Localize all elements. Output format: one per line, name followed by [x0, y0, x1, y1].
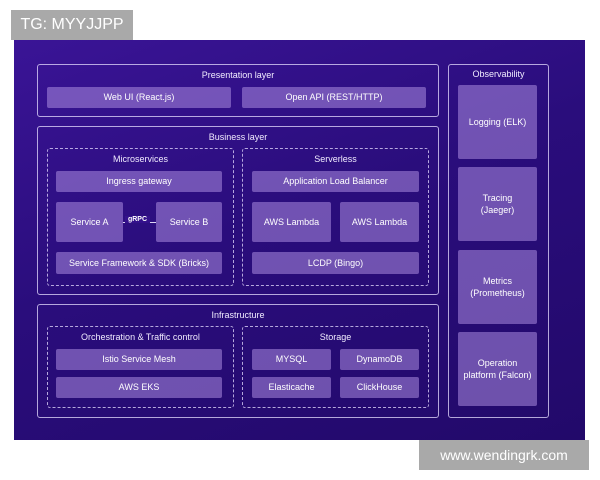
- infrastructure-layer: [37, 304, 439, 418]
- service-framework-box: Service Framework & SDK (Bricks): [56, 252, 222, 274]
- open-api-box: Open API (REST/HTTP): [242, 87, 426, 108]
- watermark-tag-top-left: TG: MYYJJPP: [11, 10, 133, 40]
- storage-title: Storage: [319, 332, 352, 342]
- orchestration-group: [47, 326, 234, 408]
- storage-group: [242, 326, 429, 408]
- mysql-box: MYSQL: [252, 349, 331, 370]
- clickhouse-box: ClickHouse: [340, 377, 419, 398]
- metrics-box: Metrics (Prometheus): [458, 250, 537, 324]
- observability-title: Observability: [472, 69, 525, 79]
- presentation-layer: [37, 64, 439, 117]
- aws-lambda-box-2: AWS Lambda: [340, 202, 419, 242]
- serverless-title: Serverless: [314, 154, 357, 164]
- service-b-box: Service B: [156, 202, 222, 242]
- architecture-diagram: Presentation layer Web UI (React.js) Ope…: [14, 40, 585, 440]
- microservices-group: [47, 148, 234, 286]
- dynamodb-box: DynamoDB: [340, 349, 419, 370]
- application-load-balancer-box: Application Load Balancer: [252, 171, 419, 192]
- istio-service-mesh-box: Istio Service Mesh: [56, 349, 222, 370]
- serverless-group: [242, 148, 429, 286]
- microservices-title: Microservices: [112, 154, 168, 164]
- logging-box: Logging (ELK): [458, 85, 537, 159]
- operation-platform-box: Operation platform (Falcon): [458, 332, 537, 406]
- business-layer: [37, 126, 439, 295]
- watermark-url-bottom-right: www.wendingrk.com: [419, 440, 589, 470]
- aws-eks-box: AWS EKS: [56, 377, 222, 398]
- ingress-gateway-box: Ingress gateway: [56, 171, 222, 192]
- web-ui-box: Web UI (React.js): [47, 87, 231, 108]
- infrastructure-title: Infrastructure: [211, 310, 265, 320]
- service-a-box: Service A: [56, 202, 123, 242]
- presentation-layer-title: Presentation layer: [201, 70, 275, 80]
- elasticache-box: Elasticache: [252, 377, 331, 398]
- business-layer-title: Business layer: [208, 132, 268, 142]
- observability-panel: [448, 64, 549, 418]
- aws-lambda-box-1: AWS Lambda: [252, 202, 331, 242]
- grpc-label: gRPC: [125, 216, 150, 223]
- orchestration-title: Orchestration & Traffic control: [81, 332, 200, 342]
- tracing-box: Tracing (Jaeger): [458, 167, 537, 241]
- lcdp-box: LCDP (Bingo): [252, 252, 419, 274]
